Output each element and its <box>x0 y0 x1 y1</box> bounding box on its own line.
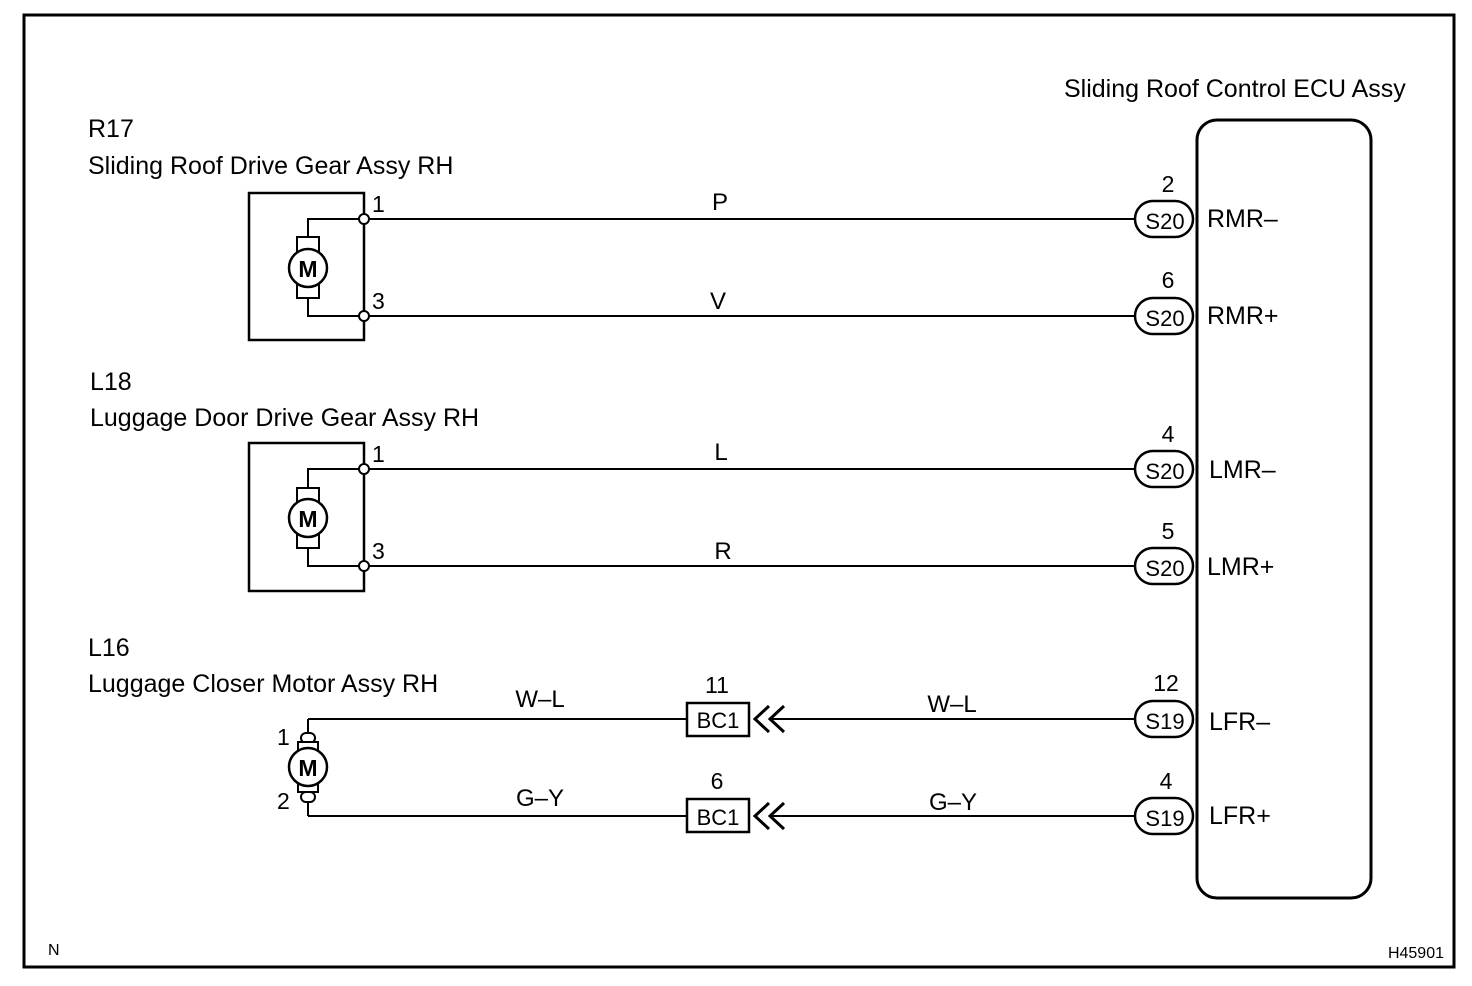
wire-color-label: V <box>710 288 726 315</box>
junction-label: BC1 <box>697 805 740 830</box>
svg-text:M: M <box>298 506 317 532</box>
connector-badge <box>1133 699 1195 739</box>
ecu-box <box>1195 118 1373 900</box>
junction-label: BC1 <box>697 708 740 733</box>
connector-label: S19 <box>1145 806 1184 831</box>
svg-text:M: M <box>298 755 317 781</box>
motor-icon: M <box>287 719 329 816</box>
component-r17: R17 Sliding Roof Drive Gear Assy RH M 1 … <box>88 115 453 342</box>
wire-lmr-minus: L S20 4 LMR– <box>358 421 1276 489</box>
pin-label: 1 <box>277 724 290 750</box>
ecu-pin-number: 2 <box>1162 171 1175 197</box>
ecu-terminal-label: LFR– <box>1209 708 1270 736</box>
wire-rmr-minus: P S20 2 RMR– <box>358 171 1278 239</box>
ecu-terminal-label: LFR+ <box>1209 802 1271 830</box>
pin-label: 2 <box>277 788 290 814</box>
junction-connector <box>685 701 751 738</box>
ecu-pin-number: 5 <box>1162 518 1175 544</box>
connector-badge <box>1133 296 1195 336</box>
connector-label: S20 <box>1145 306 1184 331</box>
ecu-terminal-label: LMR– <box>1209 456 1276 484</box>
pin-label: 1 <box>372 191 385 217</box>
motor-icon: M <box>287 218 364 317</box>
ecu-pin-number: 4 <box>1160 768 1173 794</box>
ecu-pin-number: 6 <box>1162 267 1175 293</box>
ecu-terminal-label: LMR+ <box>1207 553 1274 581</box>
pin-label: 3 <box>372 538 385 564</box>
component-l18: L18 Luggage Door Drive Gear Assy RH M 1 … <box>90 368 479 593</box>
connector-label: S20 <box>1145 459 1184 484</box>
component-code: L16 <box>88 634 130 662</box>
pin-label: 3 <box>372 288 385 314</box>
wire-lfr-plus: G–Y BC1 6 G–Y S19 4 LFR+ <box>308 768 1271 836</box>
junction-connector <box>685 797 751 834</box>
component-box <box>247 191 366 342</box>
ecu-pin-number: 4 <box>1162 421 1175 447</box>
connector-badge <box>1133 449 1195 489</box>
connector-label: S19 <box>1145 709 1184 734</box>
connector-label: S20 <box>1145 556 1184 581</box>
figure-id: H45901 <box>1388 945 1444 962</box>
component-code: R17 <box>88 115 134 143</box>
wire-color-label: W–L <box>515 686 564 713</box>
footer-left-mark: N <box>48 942 60 959</box>
wire-color-label: G–Y <box>516 785 564 812</box>
connector-badge <box>1133 546 1195 586</box>
ecu-title: Sliding Roof Control ECU Assy <box>1064 75 1406 103</box>
svg-text:M: M <box>298 256 317 282</box>
component-box <box>247 441 366 593</box>
wire-color-label: P <box>712 189 728 216</box>
wire-color-label: L <box>714 439 727 466</box>
connector-label: S20 <box>1145 209 1184 234</box>
component-code: L18 <box>90 368 132 396</box>
diagram-frame <box>22 13 1456 969</box>
motor-icon: M <box>287 468 364 567</box>
wire-color-label: R <box>714 538 731 565</box>
wire-lmr-plus: R S20 5 LMR+ <box>358 518 1274 586</box>
wire-color-label: G–Y <box>929 789 977 816</box>
ecu-pin-number: 12 <box>1153 670 1179 696</box>
ecu-terminal-label: RMR– <box>1207 205 1278 233</box>
pin-label: 1 <box>372 441 385 467</box>
component-name: Luggage Door Drive Gear Assy RH <box>90 404 479 432</box>
component-l16: L16 Luggage Closer Motor Assy RH M 1 2 <box>88 634 438 816</box>
ecu-terminal-label: RMR+ <box>1207 302 1279 330</box>
component-name: Sliding Roof Drive Gear Assy RH <box>88 152 453 180</box>
wire-color-label: W–L <box>927 691 976 718</box>
connector-badge <box>1133 796 1195 836</box>
wire-rmr-plus: V S20 6 RMR+ <box>358 267 1279 336</box>
component-name: Luggage Closer Motor Assy RH <box>88 670 438 698</box>
wire-lfr-minus: W–L BC1 11 W–L S19 12 LFR– <box>308 670 1270 739</box>
connector-badge <box>1133 199 1195 239</box>
junction-pin-number: 6 <box>711 768 724 794</box>
junction-pin-number: 11 <box>705 672 729 698</box>
